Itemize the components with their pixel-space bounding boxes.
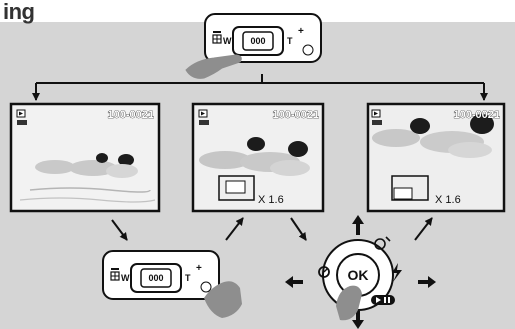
tele-label: T bbox=[287, 36, 293, 46]
zoom-button-text: 000 bbox=[250, 36, 265, 46]
screen-1: 100-0021 bbox=[11, 104, 159, 211]
tele-label: T bbox=[185, 273, 191, 283]
screen-3-file-number: 100-0021 bbox=[454, 109, 501, 121]
arrow-up-icon bbox=[352, 215, 364, 235]
wide-label: W bbox=[223, 36, 232, 46]
zoom-control-bottom: W 000 T + bbox=[103, 251, 242, 318]
zoom-button-text: 000 bbox=[148, 273, 163, 283]
flow-arrows bbox=[112, 218, 432, 240]
arrow-down-right bbox=[291, 218, 306, 240]
svg-text:+: + bbox=[196, 263, 202, 274]
resolution-icon bbox=[372, 120, 382, 125]
svg-text:+: + bbox=[298, 26, 304, 37]
face-detect-icon bbox=[375, 237, 390, 249]
screen-3-zoom-label: X 1.6 bbox=[435, 194, 461, 206]
arrow-left-icon bbox=[285, 276, 303, 288]
arrow-up-right bbox=[415, 218, 432, 240]
arrow-up-right bbox=[226, 218, 243, 240]
play-pause-icon bbox=[371, 295, 395, 305]
screen-2-zoom-label: X 1.6 bbox=[258, 194, 284, 206]
hand-icon bbox=[186, 55, 241, 78]
arrow-right-icon bbox=[418, 276, 436, 288]
connector-lines bbox=[36, 74, 484, 100]
resolution-icon bbox=[17, 120, 27, 125]
resolution-icon bbox=[199, 120, 209, 125]
arrow-down-right bbox=[112, 220, 127, 240]
zoom-control-top: W 000 T + bbox=[186, 14, 321, 78]
screen-3: 100-0021 X 1.6 bbox=[368, 104, 504, 211]
screen-2: 100-0021 X 1.6 bbox=[193, 104, 323, 211]
screen-2-file-number: 100-0021 bbox=[273, 109, 320, 121]
zoom-navigator-inner bbox=[226, 181, 245, 193]
nav-pad: OK bbox=[285, 215, 436, 329]
wide-label: W bbox=[121, 273, 130, 283]
screen-1-file-number: 100-0021 bbox=[108, 109, 155, 121]
zoom-navigator-inner bbox=[394, 188, 412, 199]
ok-label: OK bbox=[348, 267, 369, 283]
